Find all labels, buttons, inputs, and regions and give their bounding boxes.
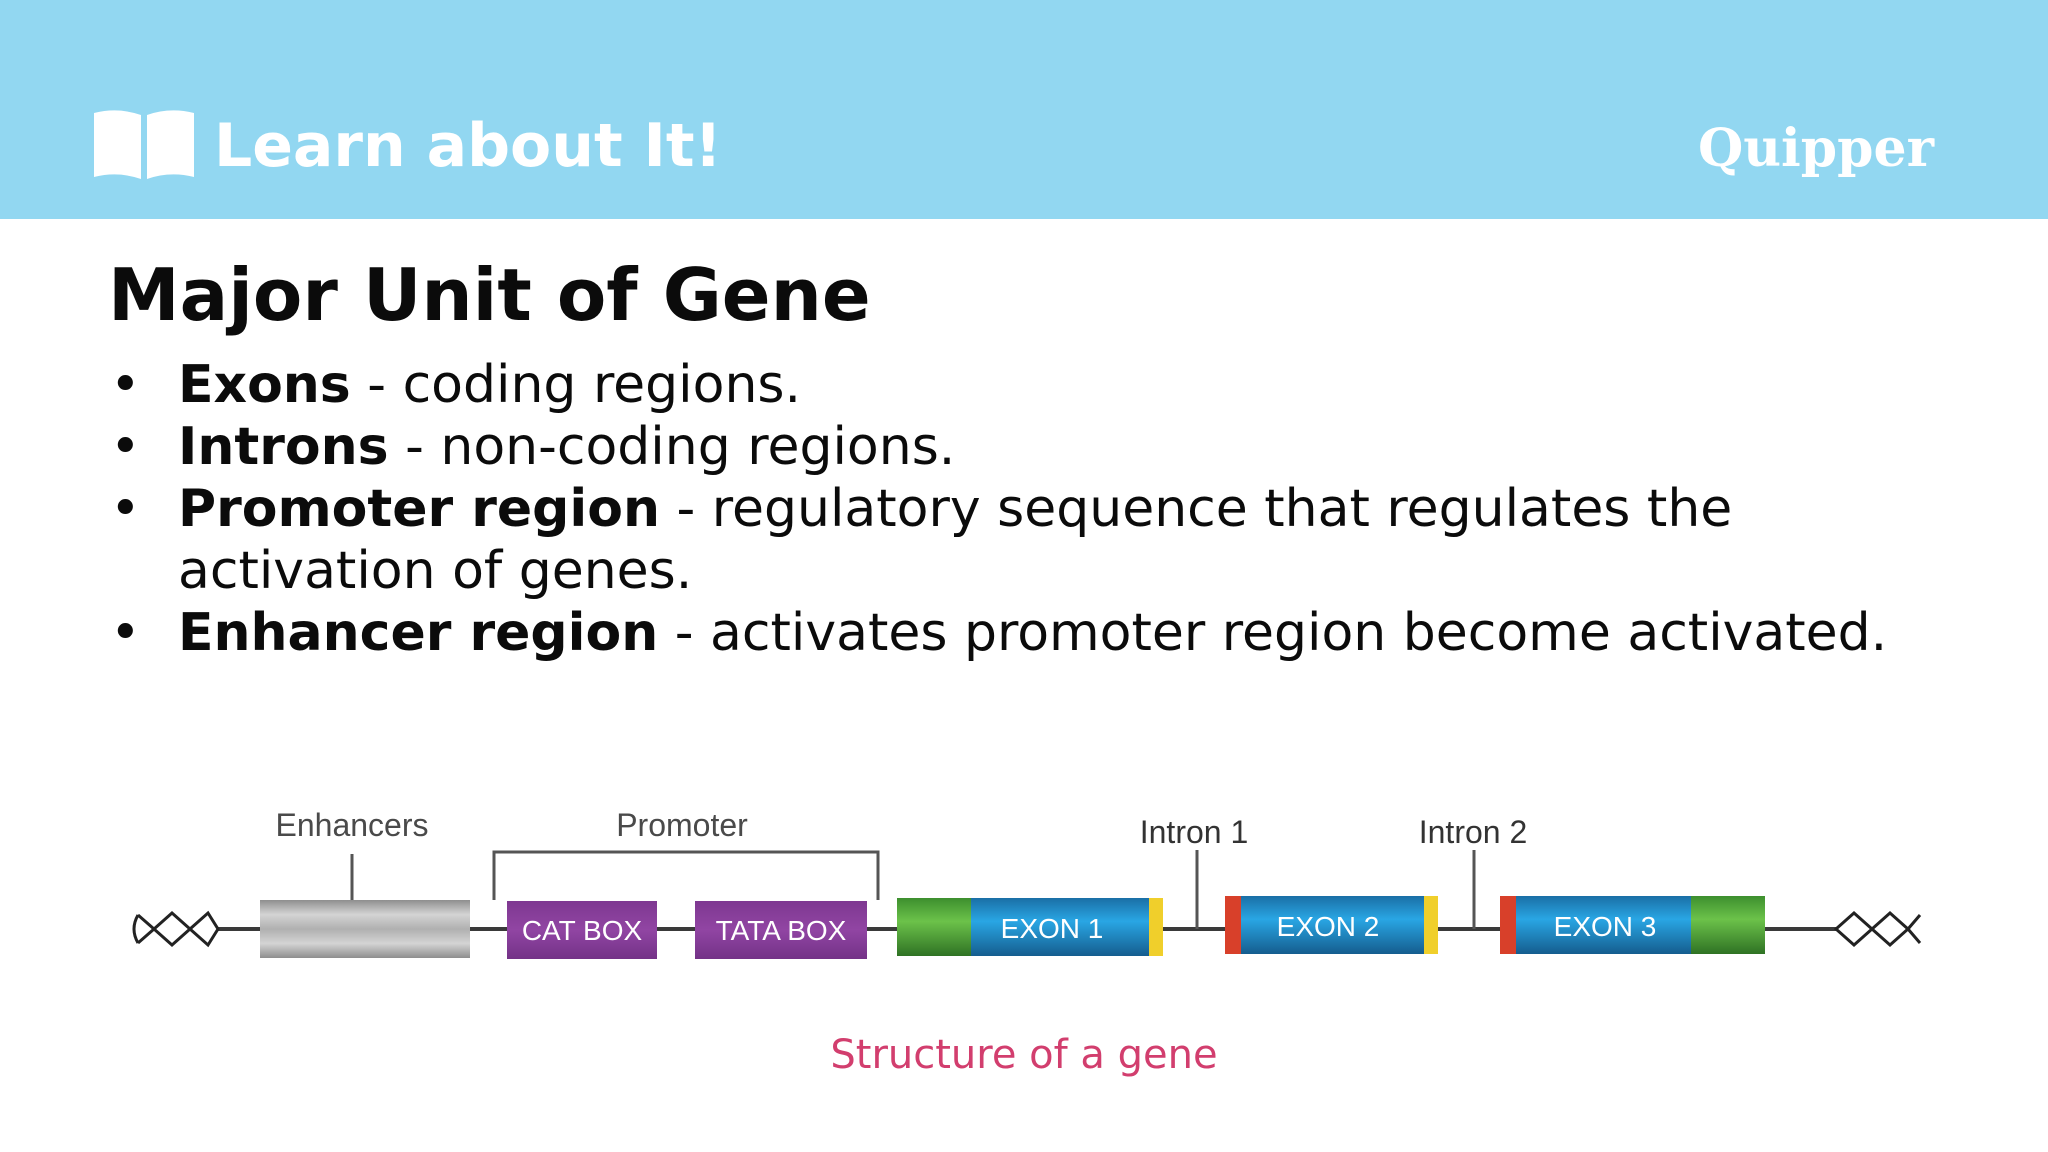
gene-structure-diagram: Enhancers Promoter CAT BOX TATA BOX EXON… [132,807,1922,959]
header-bar: Learn about It! Quipper [0,0,2048,219]
bullet-term: Introns [178,417,389,477]
bullet-term: Enhancer region [178,603,659,663]
dna-end-left-icon [132,910,220,948]
cat-box [507,901,657,959]
exon-3-label: EXON 3 [1554,911,1657,942]
enhancer-block [260,900,470,958]
exon-2-label: EXON 2 [1277,911,1380,942]
promoter-bracket [492,850,880,900]
bullet-item: •Enhancer region - activates promoter re… [110,603,1888,663]
tata-box-label: TATA BOX [716,915,847,946]
bullet-item: •Introns - non-coding regions. [110,417,956,477]
promoter-label: Promoter [616,807,748,843]
enhancers-label: Enhancers [276,807,429,843]
bullet-term: Exons [178,355,351,415]
exon-1-label: EXON 1 [1001,913,1104,944]
open-book-icon [94,110,194,179]
bullet-description: - coding regions. [350,355,802,415]
dna-end-right-icon [1833,910,1922,948]
header-title: Learn about It! [214,111,722,181]
exon-3-block [1500,896,1765,954]
slide-title: Major Unit of Gene [108,253,871,337]
tata-box [695,901,867,959]
intron-2-label: Intron 2 [1419,814,1528,850]
bullet-description: - non-coding regions. [388,417,956,477]
intron-1-label: Intron 1 [1140,814,1249,850]
bullet-list: •Exons - coding regions. •Introns - non-… [110,354,1990,664]
bullet-description: - activates promoter region become activ… [658,603,1888,663]
exon-1-block [897,898,1163,956]
exon-2-block [1225,896,1438,954]
bullet-item: •Exons - coding regions. [110,355,802,415]
bullet-description: - regulatory sequence that regulates the… [178,479,1733,601]
bullet-item: •Promoter region - regulatory sequence t… [110,479,1733,601]
cat-box-label: CAT BOX [522,915,643,946]
brand-logo: Quipper [1697,118,1934,179]
bullet-term: Promoter region [178,479,660,539]
diagram-caption: Structure of a gene [830,1032,1218,1078]
